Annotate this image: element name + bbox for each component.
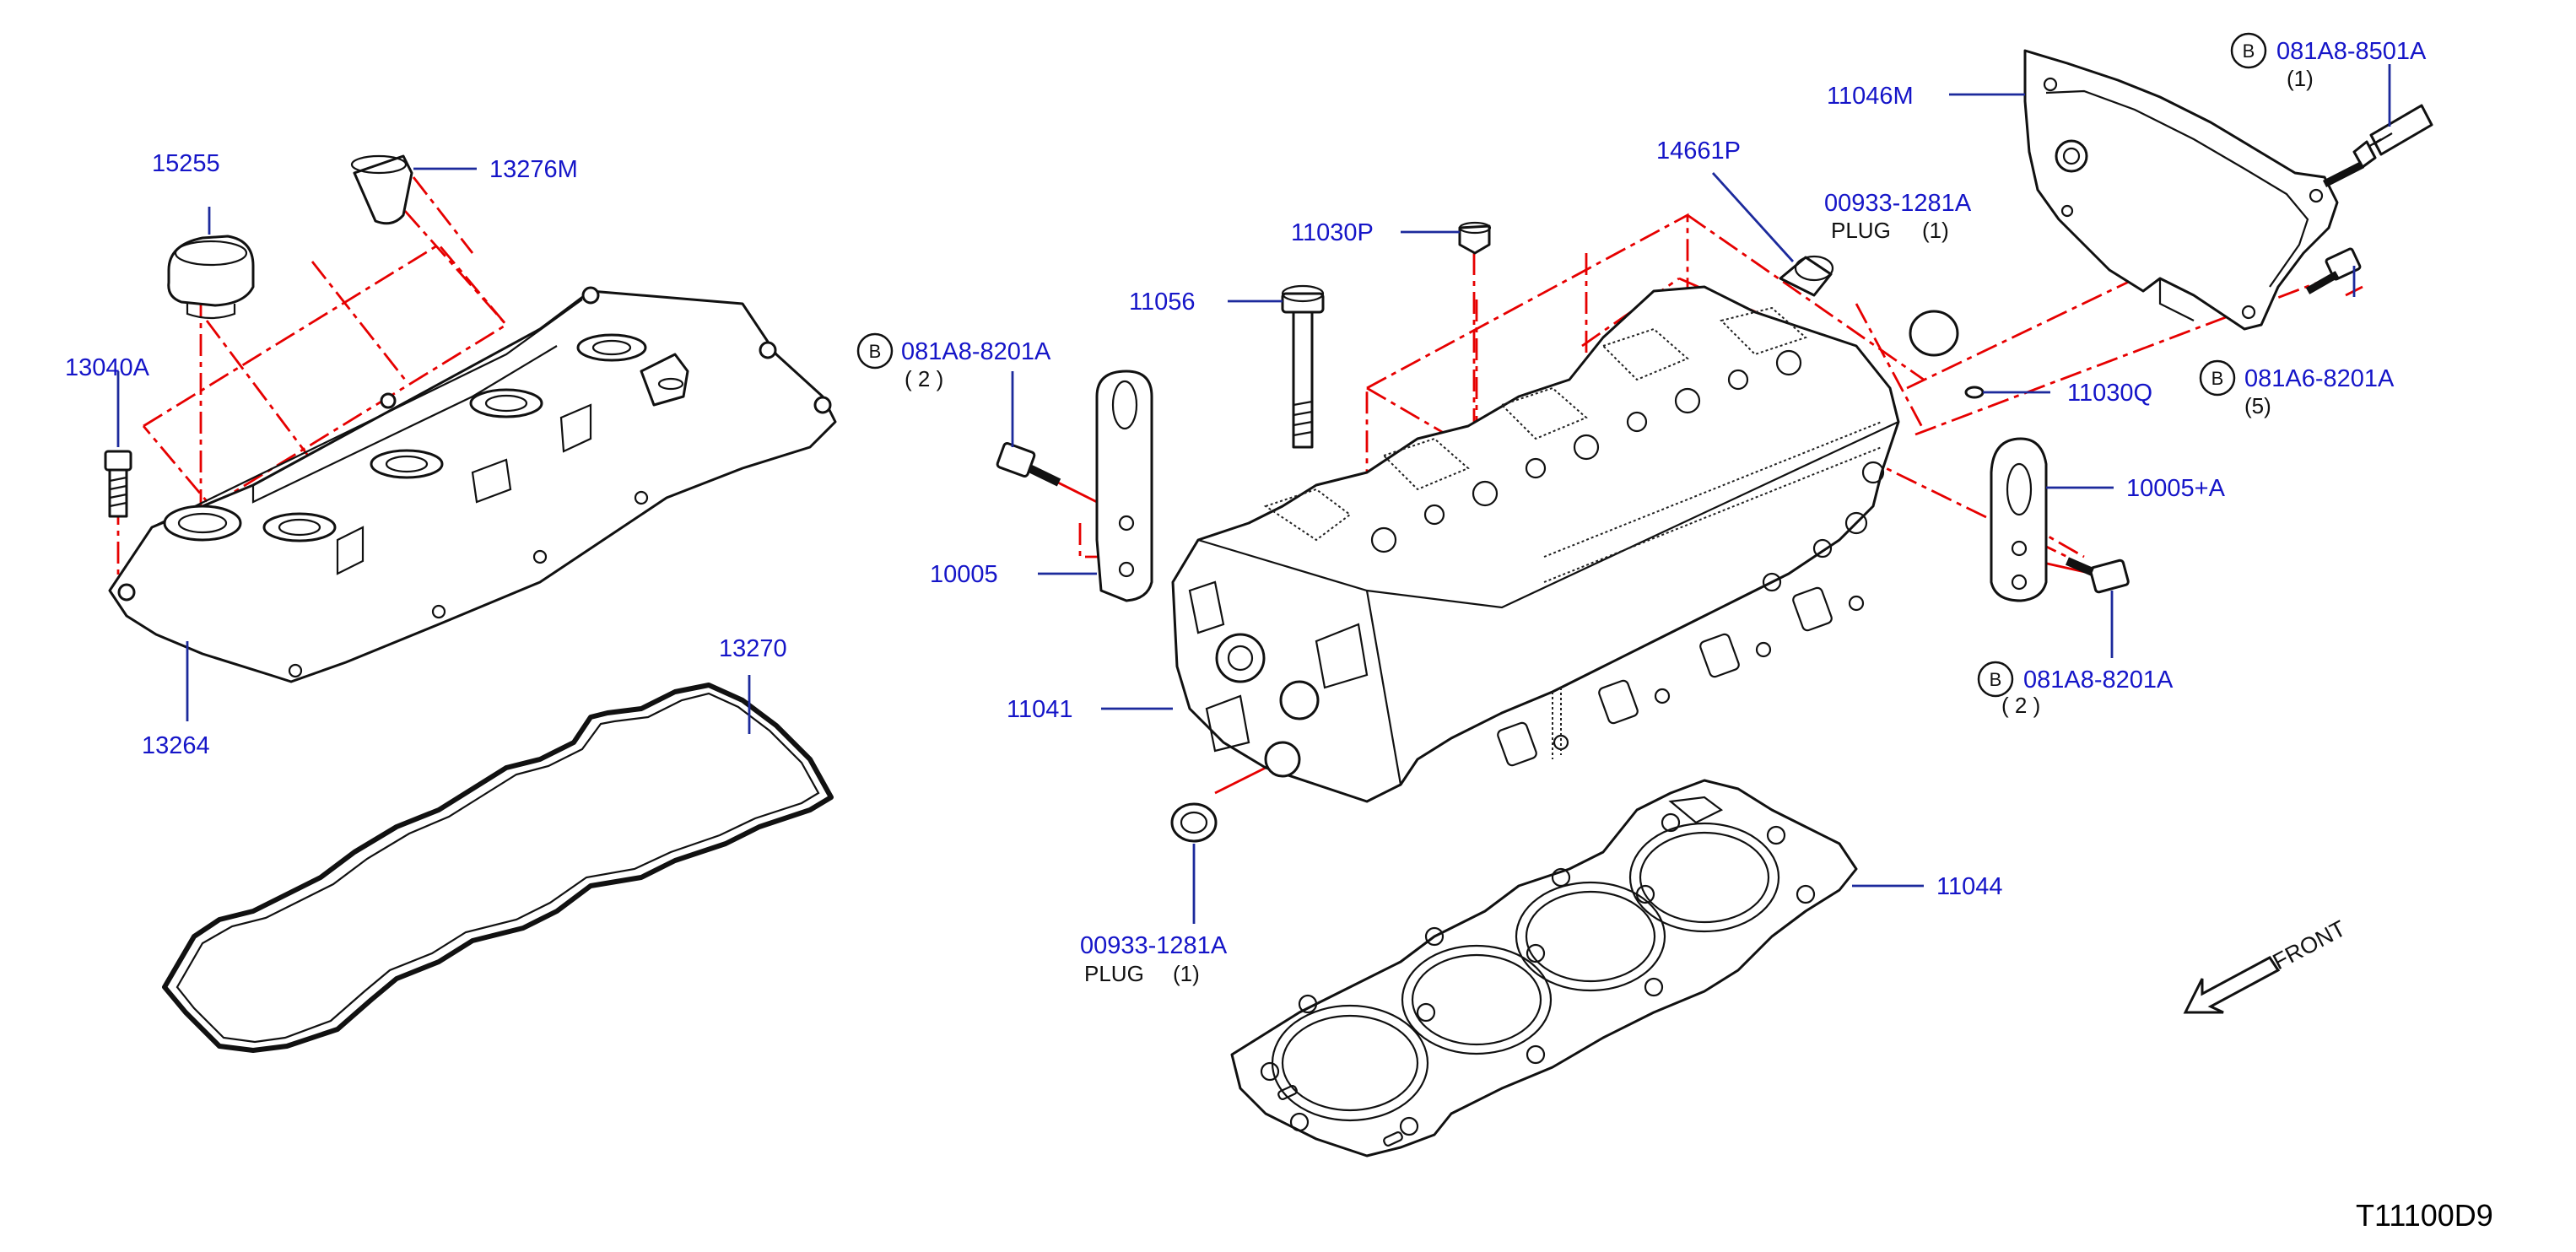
svg-text:B: B: [1990, 669, 2002, 690]
bolt-marker-b-right: B: [1977, 661, 2014, 698]
callout-00933-1281a-top: 00933-1281A: [1824, 190, 1972, 217]
callout-11041: 11041: [1007, 696, 1073, 723]
head-gasket-part: [1230, 779, 1858, 1158]
plug-label-top: PLUG: [1831, 218, 1891, 243]
lifting-hook-10005-part: [1095, 370, 1153, 602]
callout-13270: 13270: [719, 635, 787, 662]
oil-seal-13276m-part: [350, 154, 413, 225]
bolt-marker-b-left: B: [856, 332, 894, 370]
callout-13040a: 13040A: [65, 354, 150, 381]
callout-10005-plus-a: 10005+A: [2126, 475, 2226, 502]
callout-labels: 15255 13276M 13040A 13264 13270 11046M 0…: [65, 38, 2427, 986]
plug-qty-top: (1): [1922, 218, 1949, 243]
bolt-13040a-part: [104, 450, 132, 518]
callout-081a8-8201a-right: 081A8-8201A: [2023, 666, 2174, 693]
bolt-081a8-8201a-right-part: [2066, 557, 2130, 594]
svg-text:B: B: [2243, 40, 2255, 62]
callout-13276m: 13276M: [489, 156, 578, 183]
lifting-hook-10005-plus-a-part: [1990, 437, 2048, 602]
diagram-code: T11100D9: [2356, 1198, 2493, 1233]
front-arrow: [2183, 956, 2281, 1014]
bolt-081a8-8501a-part: [2322, 104, 2433, 188]
callout-11044: 11044: [1936, 873, 2003, 900]
qty-081a8-8501a: (1): [2287, 66, 2314, 91]
plug-11030p-part: [1458, 221, 1492, 255]
callout-14661p: 14661P: [1656, 138, 1741, 165]
cover-plate-11046m-part: [2023, 49, 2339, 331]
head-bolt-11056-part: [1281, 284, 1325, 449]
qty-081a8-8201a-right: ( 2 ): [2001, 693, 2040, 718]
bolt-081a6-8201a-part: [2305, 247, 2362, 294]
bolt-marker-b-rear: B: [2199, 359, 2236, 397]
plug-11030q-part: [1964, 386, 1985, 399]
plug-label-bottom: PLUG: [1084, 961, 1144, 986]
oil-filler-cap-part: [167, 235, 255, 320]
qty-081a6-8201a: (5): [2244, 393, 2271, 418]
callout-13264: 13264: [142, 732, 210, 759]
rocker-cover-part: [108, 286, 837, 683]
bolt-marker-b-top: B: [2230, 32, 2267, 69]
callout-10005: 10005: [930, 561, 998, 588]
callout-11030q: 11030Q: [2067, 380, 2152, 407]
front-label: FRONT: [2269, 915, 2350, 974]
callout-00933-1281a-bottom: 00933-1281A: [1080, 932, 1228, 959]
bolt-081a8-8201a-left-part: [996, 442, 1061, 487]
svg-text:B: B: [2211, 368, 2224, 389]
leader-lines: [116, 64, 2391, 924]
qty-081a8-8201a-left: ( 2 ): [905, 366, 943, 391]
cylinder-head-part: [1171, 285, 1900, 803]
callout-11046m: 11046M: [1827, 83, 1914, 110]
callout-081a8-8501a: 081A8-8501A: [2276, 38, 2427, 65]
callout-081a8-8201a-left: 081A8-8201A: [901, 338, 1051, 365]
plug-14661p-part: [1779, 255, 1834, 297]
rocker-cover-gasket-part: [162, 683, 834, 1053]
svg-text:B: B: [869, 341, 882, 362]
callout-11030p: 11030P: [1291, 219, 1374, 246]
plug-qty-bottom: (1): [1173, 961, 1200, 986]
plug-00933-1281a-top-part: [1909, 310, 1959, 357]
callout-11056: 11056: [1129, 289, 1196, 316]
callout-15255: 15255: [152, 150, 220, 177]
plug-00933-1281a-bottom-part: [1170, 802, 1218, 843]
callout-081a6-8201a: 081A6-8201A: [2244, 365, 2395, 392]
